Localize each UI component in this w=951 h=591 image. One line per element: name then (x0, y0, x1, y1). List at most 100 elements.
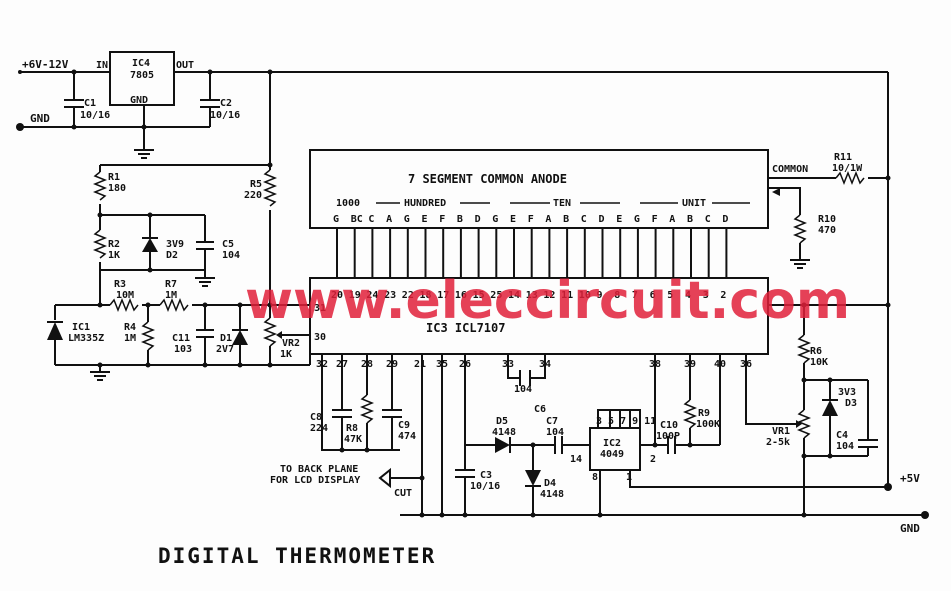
ic3-icl7107 (309, 277, 769, 355)
ic2-top-pins: 3 5 7 9 11 (596, 416, 656, 427)
ic3-pin-label: 15 (473, 290, 485, 301)
ic3-pin-label: 35 (436, 359, 448, 370)
c8-capacitor (332, 409, 352, 418)
bottom-network-wires (321, 354, 888, 515)
d2-zener (142, 237, 158, 252)
reg-gnd-label: GND (130, 95, 148, 106)
vr2-name: VR2 (282, 338, 300, 349)
segment-label: F (528, 214, 534, 225)
ic3-pin-label: 33 (502, 359, 514, 370)
cut-note: CUT (394, 488, 412, 499)
r5-name: R5 (250, 179, 262, 190)
right-network-wires (400, 304, 925, 516)
c11-capacitor (196, 329, 214, 338)
r8-value: 47K (344, 434, 362, 445)
segment-label: C (368, 214, 374, 225)
ic3-pin-label: 28 (361, 359, 373, 370)
page-title: DIGITAL THERMOMETER (158, 544, 436, 568)
d2-value: D2 (166, 250, 178, 261)
ic2-pin-8: 8 (592, 472, 598, 483)
d5-name: D5 (496, 416, 508, 427)
ic3-pin-label: 7 (632, 290, 638, 301)
r11-name: R11 (834, 152, 852, 163)
d4-name: D4 (544, 478, 556, 489)
r2-value: 1K (108, 250, 120, 261)
ground-symbol-3 (195, 270, 215, 287)
ic3-pin-label: 38 (649, 359, 661, 370)
r5-resistor (262, 169, 278, 207)
gnd-left-label: GND (30, 112, 50, 125)
d2-name: 3V9 (166, 239, 184, 250)
d3-value: D3 (845, 398, 857, 409)
c7-value: 104 (546, 427, 564, 438)
segment-label: E (422, 214, 428, 225)
r10-resistor (792, 214, 808, 244)
vr1-value: 2-5k (766, 437, 790, 448)
ic2-name: IC2 (603, 438, 621, 449)
d3-zener (822, 399, 838, 416)
group-hundred: HUNDRED (404, 198, 446, 209)
gnd-terminal-right (921, 511, 929, 519)
ic3-pin-label: 34 (539, 359, 551, 370)
c9-capacitor (382, 409, 402, 418)
r10-value: 470 (818, 225, 836, 236)
c10-value: 100P (656, 431, 680, 442)
c10-name: C10 (660, 420, 678, 431)
segment-label: C (581, 214, 587, 225)
d3-name: 3V3 (838, 387, 856, 398)
r2-name: R2 (108, 239, 120, 250)
r10-name: R10 (818, 214, 836, 225)
ic3-pin-label: 27 (336, 359, 348, 370)
r9-name: R9 (698, 408, 710, 419)
segment-label: A (386, 214, 392, 225)
ic3-pin-label: 12 (543, 290, 555, 301)
ic2-part: 4049 (600, 449, 624, 460)
c9-name: C9 (398, 420, 410, 431)
c5-value: 104 (222, 250, 240, 261)
supply-input-label: +6V-12V (22, 58, 69, 71)
ic3-pin-label: 36 (740, 359, 752, 370)
c1-capacitor (64, 99, 84, 108)
ic1-part: LM335Z (68, 333, 104, 344)
display-title: 7 SEGMENT COMMON ANODE (408, 172, 567, 186)
plus5-label: +5V (900, 472, 920, 485)
segment-label: A (545, 214, 551, 225)
backplane-note-2: FOR LCD DISPLAY (270, 475, 360, 486)
ic3-pin-label: 29 (386, 359, 398, 370)
ic3-pin-label: 9 (597, 290, 603, 301)
c8-value: 224 (310, 423, 328, 434)
ic3-pin-label: 40 (714, 359, 726, 370)
d1-zener (232, 329, 248, 345)
segment-label: E (616, 214, 622, 225)
common-wire (768, 187, 801, 215)
ic1-lm335z (47, 321, 63, 340)
segment-label: B (457, 214, 463, 225)
r1-name: R1 (108, 172, 120, 183)
segment-label: A (669, 214, 675, 225)
ic3-pin-label: 8 (614, 290, 620, 301)
segment-label: G (333, 214, 339, 225)
r4-value: 1M (124, 333, 136, 344)
c5-name: C5 (222, 239, 234, 250)
gnd-right-label: GND (900, 522, 920, 535)
ic3-pin-label: 21 (414, 359, 426, 370)
segment-label: C (705, 214, 711, 225)
ic3-pin-31: 31 (314, 303, 326, 314)
r8-name: R8 (346, 423, 358, 434)
reg-name: IC4 (132, 58, 150, 69)
ic2-pin-1: 1 (626, 472, 632, 483)
r7-name: R7 (165, 279, 177, 290)
ic3-pin-label: 11 (561, 290, 573, 301)
c7-capacitor (554, 436, 563, 454)
r1-value: 180 (108, 183, 126, 194)
ic3-pin-label: 22 (402, 290, 414, 301)
r4-name: R4 (124, 322, 136, 333)
regulator-ic4 (109, 51, 175, 106)
r6-name: R6 (810, 346, 822, 357)
reg-out-label: OUT (176, 60, 194, 71)
segment-label: G (492, 214, 498, 225)
segment-bus (336, 228, 728, 278)
segment-label: G (404, 214, 410, 225)
